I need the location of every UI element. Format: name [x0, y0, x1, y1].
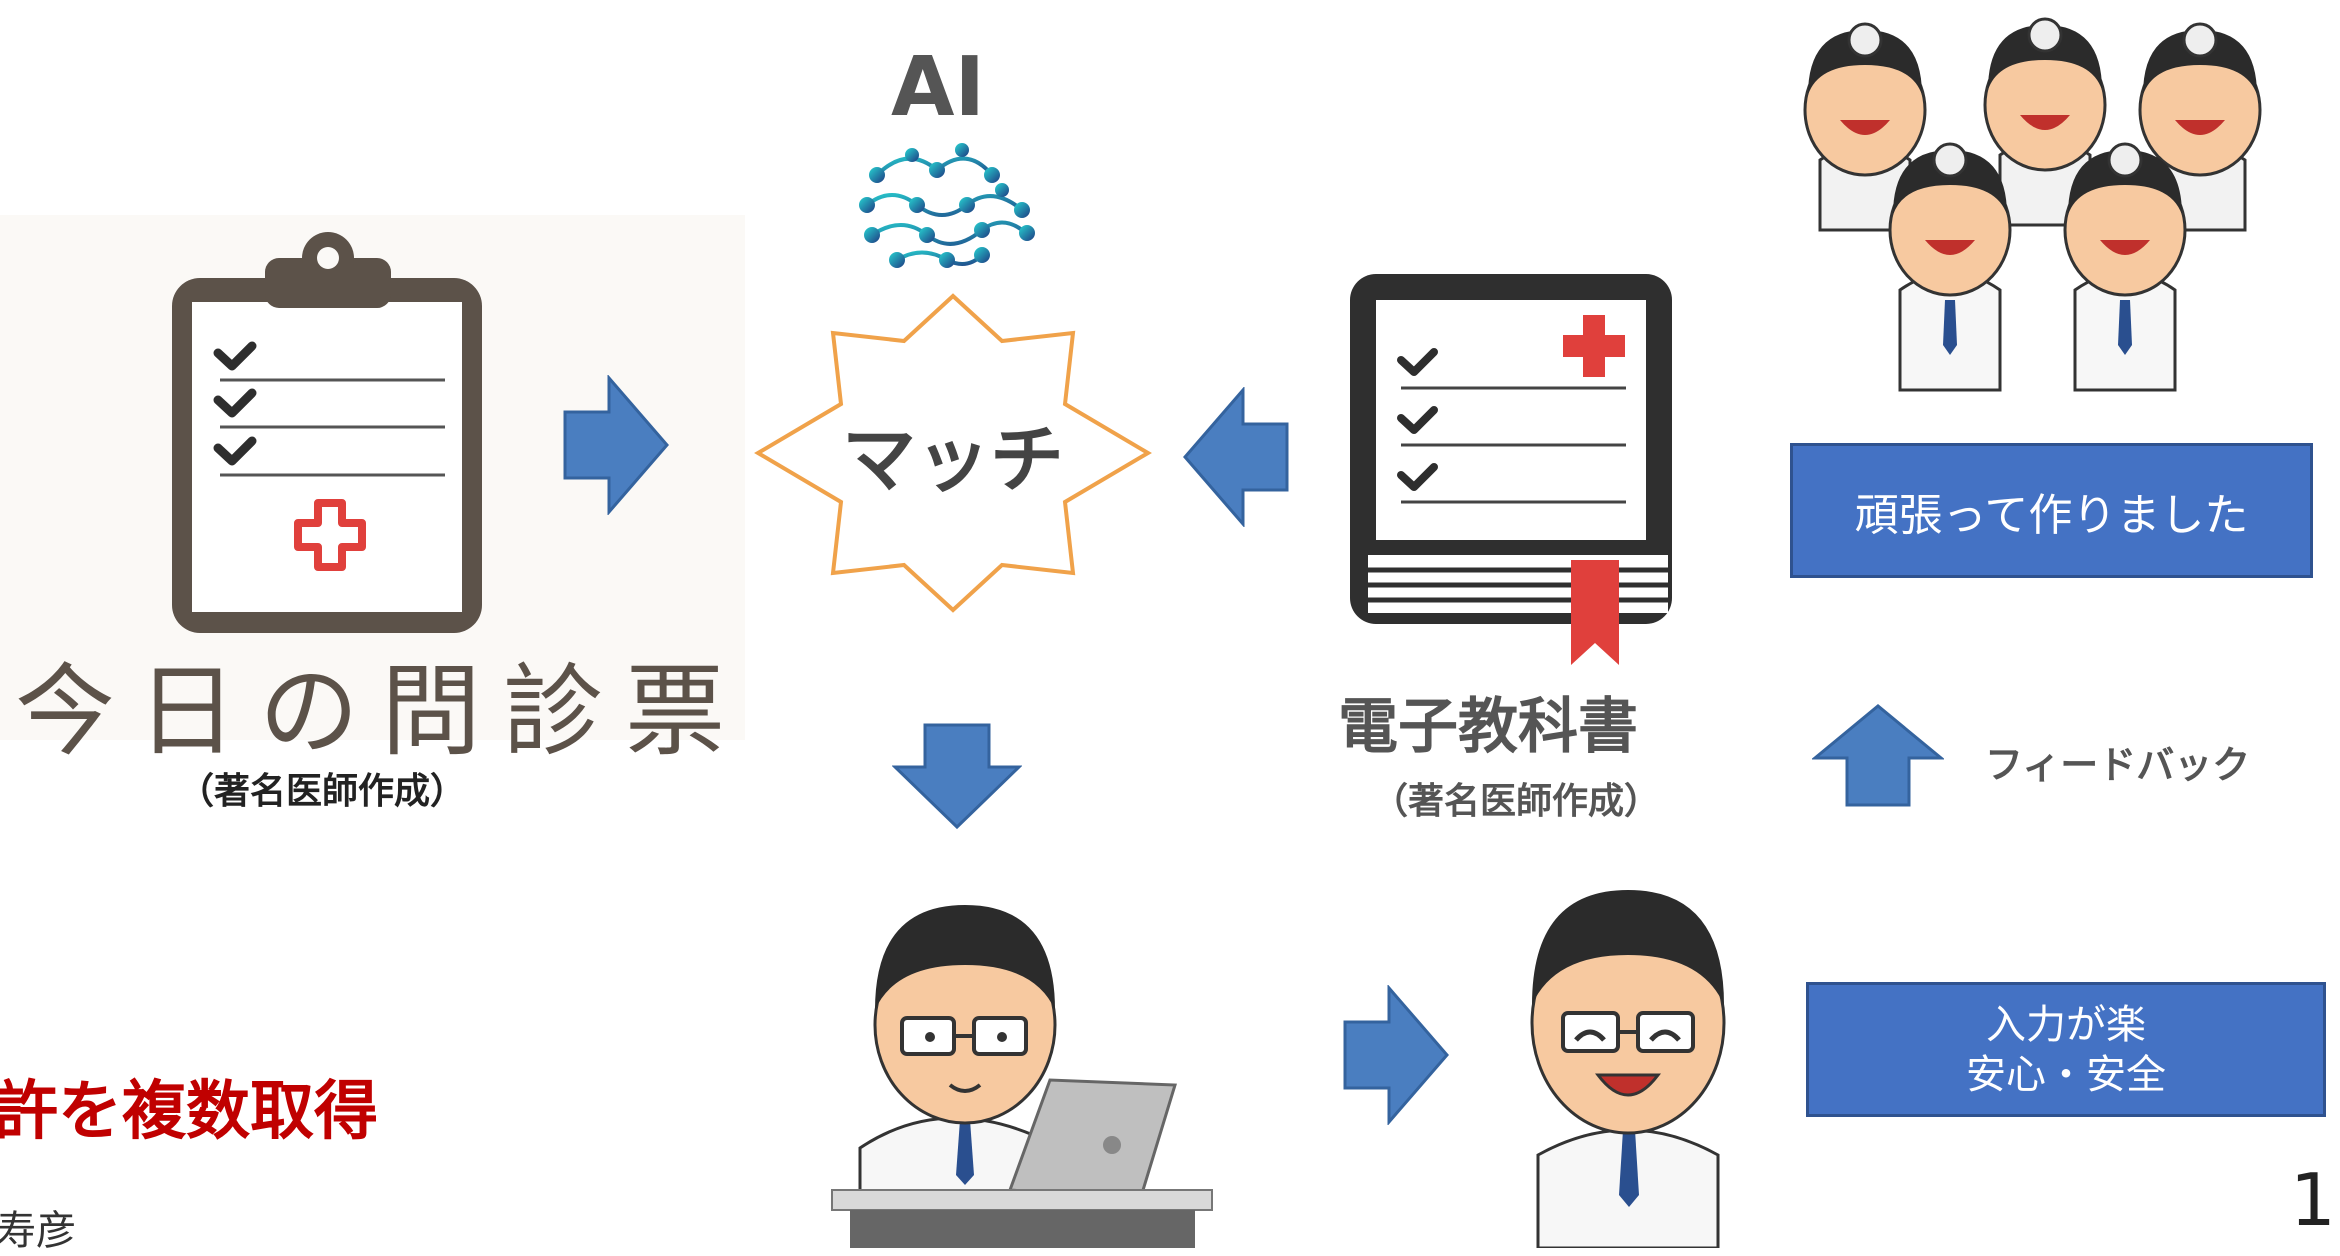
- arrow-right-icon-bottom: [1343, 985, 1449, 1125]
- doctor-group-illustration: [1803, 17, 2262, 392]
- textbook-icon: [1350, 274, 1672, 665]
- slide-number: 13: [2290, 1158, 2340, 1242]
- match-star-shape: [754, 293, 1152, 613]
- arrow-right-icon: [563, 375, 669, 515]
- doctor-laptop-illustration: [831, 905, 1213, 1248]
- arrow-down-icon: [892, 723, 1022, 830]
- bottom-message-box: 入力が楽 安心・安全: [1806, 982, 2326, 1117]
- arrow-left-icon: [1183, 387, 1289, 527]
- ai-brain-icon: [859, 143, 1035, 268]
- clipboard-caption: 今日の問診票: [15, 653, 747, 770]
- top-message-text: 頑張って作りました: [1854, 489, 2249, 541]
- textbook-title: 電子教科書: [1338, 692, 1638, 762]
- top-message-box: 頑張って作りました: [1790, 443, 2313, 578]
- patent-text: 許を複数取得: [0, 1075, 378, 1149]
- match-label: マッチ: [842, 417, 1064, 503]
- ai-label: AI: [891, 40, 985, 135]
- textbook-author-note: （著名医師作成）: [1372, 781, 1661, 822]
- clipboard-icon: [172, 232, 482, 633]
- presenter-name-fragment: 寿彦: [0, 1208, 76, 1254]
- feedback-label: フィードバック: [1985, 743, 2251, 787]
- bottom-message-line2: 安心・安全: [1966, 1051, 2166, 1098]
- happy-doctor-illustration: [1530, 890, 1726, 1248]
- clipboard-author-note: （著名医師作成）: [178, 771, 467, 812]
- arrow-up-icon: [1812, 704, 1944, 807]
- bottom-message-line1: 入力が楽: [1986, 1001, 2146, 1048]
